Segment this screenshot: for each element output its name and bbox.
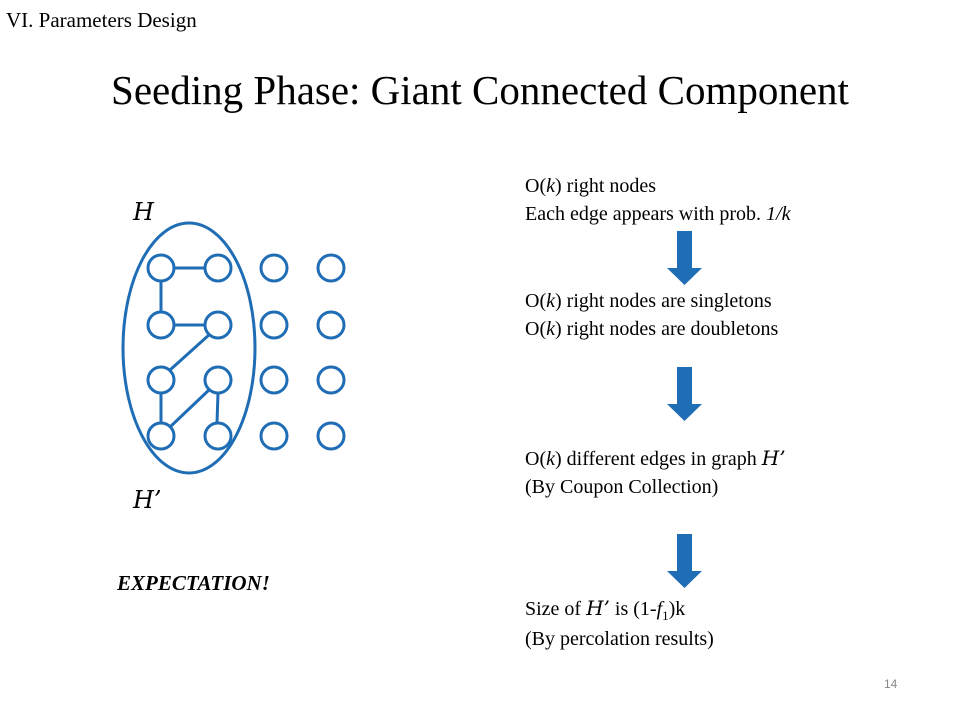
graph-node (316, 365, 346, 395)
graph-edge (168, 332, 212, 372)
graph-node (146, 253, 176, 283)
graph-node (259, 310, 289, 340)
graph-node (146, 310, 176, 340)
graph-node (316, 421, 346, 451)
giant-component-ellipse (121, 221, 257, 475)
graph-symbol: H’ (761, 446, 786, 470)
graph-node (146, 421, 176, 451)
step-2-line-1: O(k) right nodes are singletons (525, 290, 772, 312)
graph-node (146, 365, 176, 395)
graph-symbol: H’ (586, 596, 610, 620)
graph-node (316, 310, 346, 340)
graph-node (203, 365, 233, 395)
graph-label-top: H (133, 198, 154, 226)
graph-node (316, 253, 346, 283)
graph-edges (159, 266, 220, 429)
graph-node (259, 365, 289, 395)
graph-nodes (146, 253, 346, 451)
step-2-line-2: O(k) right nodes are doubletons (525, 318, 779, 340)
graph-node (203, 253, 233, 283)
graph-node (203, 421, 233, 451)
graph-node (259, 421, 289, 451)
step-4-line-1: Size of H’ is (1-f1)k (525, 596, 686, 623)
step-3-line-1: O(k) different edges in graph H’ (525, 446, 786, 470)
slide-title: Seeding Phase: Giant Connected Component (111, 67, 849, 113)
page-number: 14 (884, 677, 898, 691)
step-1-line-2: Each edge appears with prob. 1/k (525, 203, 791, 225)
graph-node (203, 310, 233, 340)
graph-node (259, 253, 289, 283)
step-3-line-2: (By Coupon Collection) (525, 476, 719, 498)
step-1-line-1: O(k) right nodes (525, 175, 657, 197)
expectation-label: EXPECTATION! (117, 571, 270, 595)
graph-edge (168, 387, 212, 429)
step-4-line-2: (By percolation results) (525, 628, 714, 650)
section-label: VI. Parameters Design (6, 8, 197, 32)
graph-label-bottom: H’ (133, 486, 162, 514)
graph-edge (215, 392, 220, 424)
